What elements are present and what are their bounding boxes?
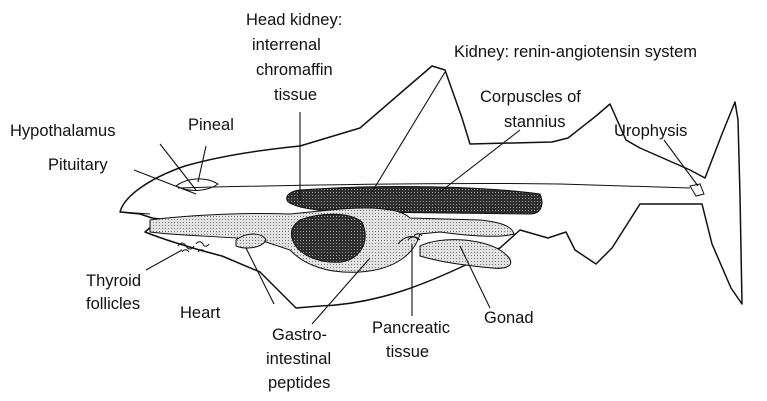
label-corpuscles-1: Corpuscles of — [480, 88, 581, 106]
label-gastro-3: peptides — [268, 374, 330, 392]
gonad-organ — [420, 240, 511, 269]
label-gastro-2: intestinal — [266, 350, 331, 368]
label-head-kidney-4: tissue — [274, 86, 317, 104]
label-heart: Heart — [180, 304, 221, 322]
label-kidney: Kidney: renin-angiotensin system — [454, 43, 697, 61]
label-head-kidney-1: Head kidney: — [246, 11, 342, 29]
leader-urophysis — [664, 140, 698, 186]
leader-kidney — [372, 72, 445, 192]
label-head-kidney-2: interrenal — [252, 36, 321, 54]
leader-corpuscles — [440, 130, 520, 192]
label-corpuscles-2: stannius — [504, 113, 565, 131]
label-hypothalamus: Hypothalamus — [10, 122, 115, 140]
thyroid-follicles-organ — [178, 242, 209, 252]
label-gastro-1: Gastro- — [272, 326, 327, 344]
leader-thyroid — [146, 250, 182, 270]
kidney-organ — [287, 187, 542, 214]
label-urophysis: Urophysis — [614, 122, 687, 140]
label-pituitary: Pituitary — [48, 156, 108, 174]
label-gonad: Gonad — [484, 309, 534, 327]
label-pineal: Pineal — [188, 116, 234, 134]
leader-heart — [246, 248, 274, 304]
leader-hypothalamus — [160, 144, 196, 190]
leader-pineal — [198, 146, 206, 182]
label-pancreatic-2: tissue — [386, 343, 429, 361]
label-thyroid-2: follicles — [86, 295, 140, 313]
urophysis-organ — [690, 184, 704, 196]
label-head-kidney-3: chromaffin — [256, 61, 333, 79]
label-pancreatic-1: Pancreatic — [372, 319, 450, 337]
label-thyroid-1: Thyroid — [86, 272, 141, 290]
